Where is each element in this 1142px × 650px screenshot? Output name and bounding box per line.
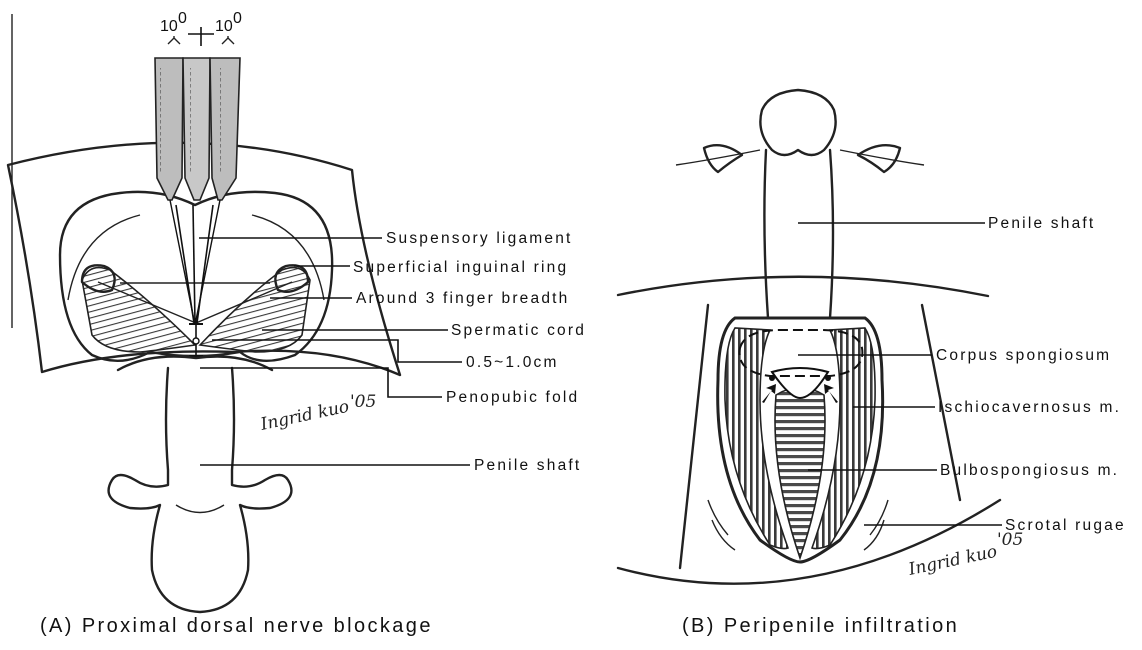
label-suspensory-ligament: Suspensory ligament bbox=[386, 230, 573, 247]
label-ischiocavernosus: Ischiocavernosus m. bbox=[938, 399, 1121, 416]
label-around-3-finger-breadth: Around 3 finger breadth bbox=[356, 290, 569, 307]
panel-a-proximal-dorsal-nerve-blockage: 10 0 10 0 Suspensory ligame bbox=[8, 10, 586, 637]
svg-text:'05: '05 bbox=[350, 392, 376, 412]
label-penile-shaft-b: Penile shaft bbox=[988, 215, 1095, 232]
syringe-center bbox=[183, 58, 210, 200]
label-penopubic-fold: Penopubic fold bbox=[446, 389, 579, 406]
artist-signature-a: Ingrid kuo '05 bbox=[258, 392, 376, 435]
artist-signature-b: Ingrid kuo '05 bbox=[906, 530, 1023, 580]
label-distance: 0.5~1.0cm bbox=[466, 354, 559, 371]
glans-b bbox=[760, 90, 835, 155]
label-corpus-spongiosum: Corpus spongiosum bbox=[936, 347, 1111, 364]
spermatic-cord-left bbox=[82, 268, 195, 352]
drape-frame-b bbox=[618, 277, 988, 296]
label-bulbospongiosus: Bulbospongiosus m. bbox=[940, 462, 1119, 479]
angle-right-value: 10 bbox=[215, 18, 233, 35]
penile-shaft-a bbox=[109, 368, 292, 612]
svg-text:0: 0 bbox=[178, 10, 187, 27]
svg-text:Ingrid kuo: Ingrid kuo bbox=[906, 542, 999, 580]
label-spermatic-cord: Spermatic cord bbox=[451, 322, 586, 339]
label-penile-shaft-a: Penile shaft bbox=[474, 457, 581, 474]
svg-text:0: 0 bbox=[233, 10, 242, 27]
caption-panel-a: (A) Proximal dorsal nerve blockage bbox=[40, 615, 433, 637]
needle-angle-indicator: 10 0 10 0 bbox=[160, 10, 242, 46]
angle-left-value: 10 bbox=[160, 18, 178, 35]
label-superficial-inguinal-ring: Superficial inguinal ring bbox=[353, 259, 568, 276]
svg-text:Ingrid kuo: Ingrid kuo bbox=[258, 397, 351, 435]
caption-panel-b: (B) Peripenile infiltration bbox=[682, 615, 959, 637]
svg-text:'05: '05 bbox=[997, 530, 1023, 550]
penile-shaft-b bbox=[764, 150, 833, 318]
panel-b-peripenile-infiltration: Penile shaft Corpus spongiosum Ischiocav… bbox=[618, 90, 1126, 637]
